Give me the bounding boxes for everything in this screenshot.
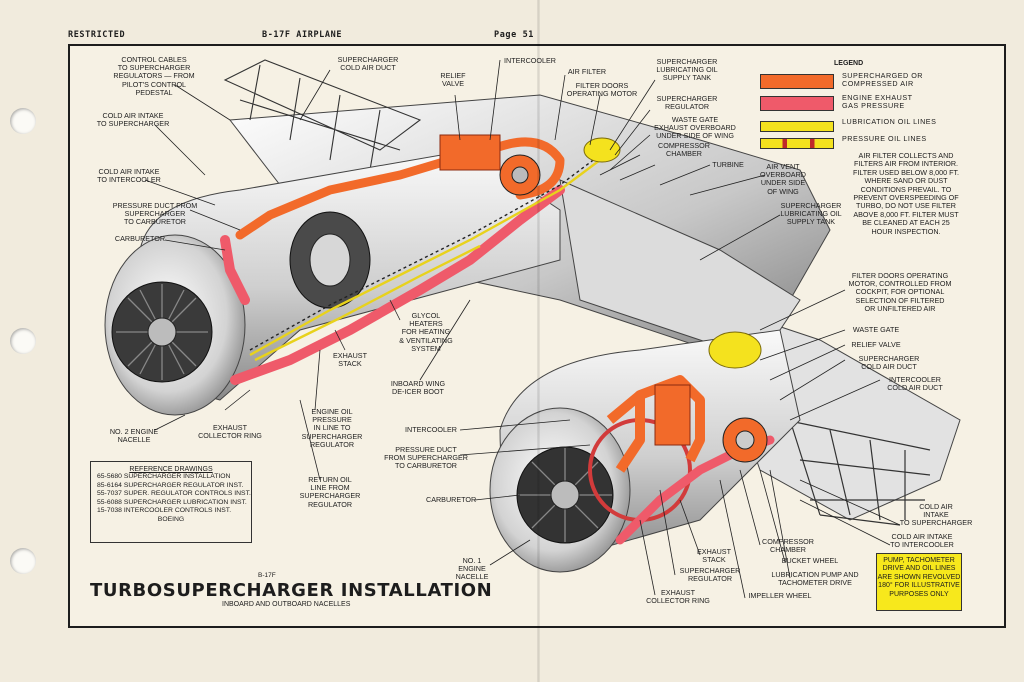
label-sc-cold-air-duct-right: SUPERCHARGER COLD AIR DUCT (858, 354, 920, 372)
label-filter-doors-motor: FILTER DOORS OPERATING MOTOR (566, 81, 638, 99)
legend-swatch-air (760, 74, 834, 89)
label-sc-lube-tank-right: SUPERCHARGER LUBRICATING OIL SUPPLY TANK (780, 201, 842, 227)
label-air-filter: AIR FILTER (567, 67, 607, 76)
label-pressure-duct-mid: PRESSURE DUCT FROM SUPERCHARGER TO CARBU… (384, 445, 468, 471)
label-relief-valve-right: RELIEF VALVE (851, 340, 901, 349)
legend-item-exhaust: ENGINE EXHAUST GAS PRESSURE (760, 94, 990, 112)
label-exhaust-collector-left: EXHAUST COLLECTOR RING (198, 423, 262, 441)
label-pressure-duct-left: PRESSURE DUCT FROM SUPERCHARGER TO CARBU… (112, 201, 198, 227)
legend-text-exhaust: ENGINE EXHAUST GAS PRESSURE (842, 93, 913, 110)
legend-text-pressure-oil: PRESSURE OIL LINES (842, 134, 927, 143)
label-cold-intake-sc-right: COLD AIR INTAKE TO SUPERCHARGER (899, 502, 973, 528)
header-restricted: RESTRICTED (68, 30, 126, 40)
legend: LEGEND SUPERCHARGED OR COMPRESSED AIR EN… (756, 60, 988, 156)
label-cold-intake-sc-left: COLD AIR INTAKE TO SUPERCHARGER (96, 111, 170, 129)
label-sc-cold-air-duct-top: SUPERCHARGER COLD AIR DUCT (337, 55, 399, 73)
label-impeller-wheel: IMPELLER WHEEL (748, 591, 812, 600)
exhaust-duct-inboard (220, 185, 565, 385)
label-no2-nacelle: No. 2 ENGINE NACELLE (109, 427, 159, 445)
label-no1-nacelle: No. 1 ENGINE NACELLE (455, 556, 489, 582)
leader-lines (144, 59, 901, 599)
air-filter-note: AIR FILTER COLLECTS AND FILTERS AIR FROM… (852, 151, 960, 236)
legend-swatch-lube (760, 121, 834, 132)
label-control-cables: CONTROL CABLES TO SUPERCHARGER REGULATOR… (113, 55, 195, 97)
reference-item: 65-5680 SUPERCHARGER INSTALLATION (97, 473, 231, 480)
inboard-truss (223, 59, 422, 171)
label-exhaust-collector-bot: EXHAUST COLLECTOR RING (646, 588, 710, 606)
punch-hole (10, 548, 36, 574)
label-carburetor-mid: CARBURETOR (426, 495, 477, 504)
label-sc-lube-tank-top: SUPERCHARGER LUBRICATING OIL SUPPLY TANK (656, 57, 718, 83)
label-bucket-wheel: BUCKET WHEEL (781, 556, 839, 565)
oil-tank-outboard (708, 331, 762, 369)
reference-item: 15-7038 INTERCOOLER CONTROLS INST. (97, 507, 232, 515)
legend-swatch-exhaust (760, 96, 834, 111)
label-inboard-deicer: INBOARD WING DE-ICER BOOT (390, 379, 446, 397)
reference-item: 85-6164 SUPERCHARGER REGULATOR INST. (97, 481, 244, 489)
label-turbine: TURBINE (712, 160, 744, 169)
page-subtitle: INBOARD AND OUTBOARD NACELLES (222, 601, 351, 608)
label-exhaust-stack-bot: EXHAUST STACK (697, 547, 731, 565)
legend-text-lube: LUBRICATION OIL LINES (842, 117, 937, 126)
label-compressor-chamber-bot: COMPRESSOR CHAMBER (762, 537, 814, 555)
label-engine-oil-pressure: ENGINE OIL PRESSURE IN LINE TO SUPERCHAR… (301, 407, 363, 449)
punch-hole (10, 328, 36, 354)
page-fold (537, 0, 540, 682)
oil-tank-inboard (583, 137, 621, 163)
reference-item: 55-6088 SUPERCHARGER LUBRICATION INST. (97, 498, 247, 506)
punch-hole (10, 108, 36, 134)
pump-note: PUMP, TACHOMETER DRIVE AND OIL LINES ARE… (876, 553, 962, 611)
label-filter-doors-right: FILTER DOORS OPERATING MOTOR, CONTROLLED… (848, 271, 952, 313)
legend-text-air: SUPERCHARGED OR COMPRESSED AIR (842, 71, 923, 88)
label-air-vent: AIR VENT OVERBOARD UNDER SIDE OF WING (760, 162, 806, 196)
label-intercooler-cold-duct: INTERCOOLER COLD AIR DUCT (887, 375, 943, 393)
reference-item: 55-7037 SUPER. REGULATOR CONTROLS INST. (97, 490, 251, 498)
intercooler-inboard (439, 134, 501, 171)
legend-title: LEGEND (834, 60, 864, 67)
label-compressor-chamber-top: COMPRESSOR CHAMBER (658, 141, 710, 159)
label-intercooler-mid: INTERCOOLER (405, 425, 457, 434)
reference-drawings-box: REFERENCE DRAWINGS 65-5680 SUPERCHARGER … (90, 461, 252, 543)
label-intercooler-top: INTERCOOLER (504, 56, 556, 65)
label-waste-gate-right: WASTE GATE (852, 325, 900, 334)
label-exhaust-stack-left: EXHAUST STACK (333, 351, 367, 369)
page-title: TURBOSUPERCHARGER INSTALLATION (90, 580, 493, 601)
header-page: Page 51 (494, 30, 535, 40)
label-carburetor-left: CARBURETOR (114, 234, 166, 243)
legend-item-lube: LUBRICATION OIL LINES (760, 118, 990, 136)
label-sc-regulator-top: SUPERCHARGER REGULATOR (656, 94, 718, 112)
wing-ribs (784, 419, 931, 526)
label-relief-valve-top: RELIEF VALVE (440, 71, 466, 89)
label-cold-intake-ic-right: COLD AIR INTAKE TO INTERCOOLER (890, 532, 954, 550)
label-glycol-heaters: GLYCOL HEATERS FOR HEATING & VENTILATING… (399, 311, 453, 353)
reference-heading: REFERENCE DRAWINGS (129, 466, 213, 473)
header-airplane: B-17F AIRPLANE (262, 30, 343, 40)
legend-item-air: SUPERCHARGED OR COMPRESSED AIR (760, 72, 990, 90)
label-lube-pump: LUBRICATION PUMP AND TACHOMETER DRIVE (771, 570, 859, 588)
legend-swatch-pressure-oil (760, 138, 834, 149)
figure-number: B-17F (258, 572, 276, 579)
label-return-oil: RETURN OIL LINE FROM SUPERCHARGER REGULA… (299, 475, 361, 509)
label-cold-intake-ic-left: COLD AIR INTAKE TO INTERCOOLER (97, 167, 161, 185)
label-sc-regulator-bot: SUPERCHARGER REGULATOR (679, 566, 741, 584)
legend-item-pressure-oil: PRESSURE OIL LINES (760, 135, 990, 153)
reference-item-boeing: BOEING (157, 515, 185, 523)
label-waste-gate-top: WASTE GATE EXHAUST OVERBOARD UNDER SIDE … (654, 115, 736, 141)
intercooler-outboard (654, 384, 691, 446)
oil-lines-inboard (249, 159, 601, 362)
